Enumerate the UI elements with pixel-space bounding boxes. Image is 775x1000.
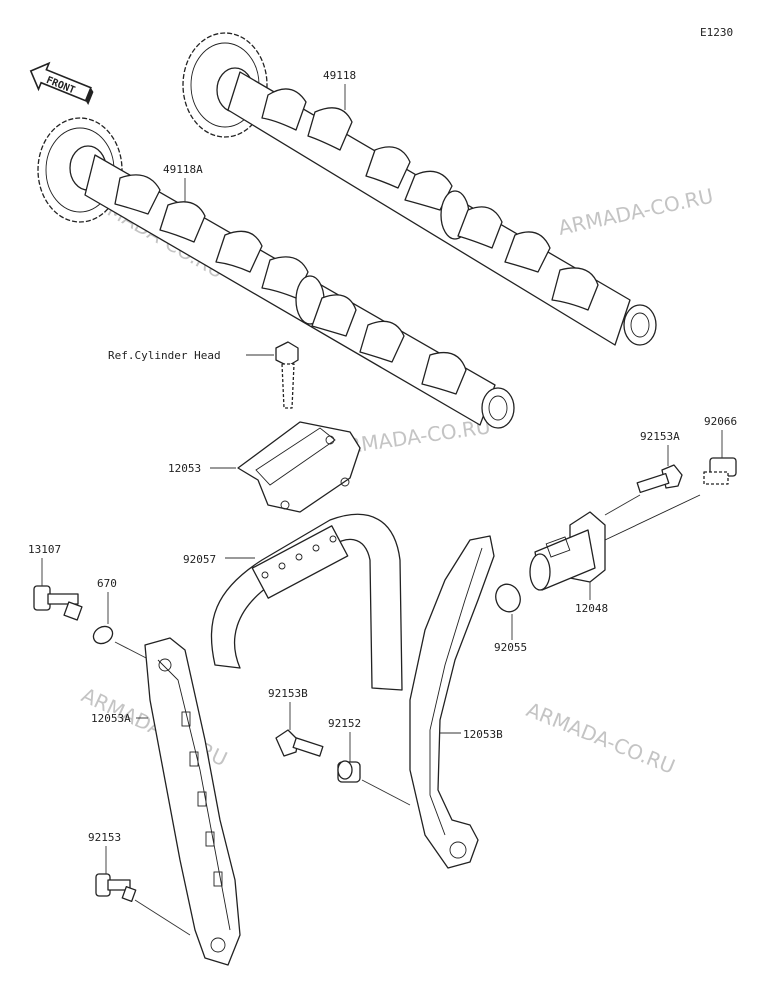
chain-links — [251, 525, 349, 599]
label-oring-92055: 92055 — [494, 641, 527, 654]
ref-bolt[interactable] — [275, 341, 299, 409]
camshaft-exhaust[interactable] — [182, 32, 657, 346]
label-chain-guide-right: 12053B — [463, 728, 503, 741]
chain-guide-right[interactable] — [409, 535, 495, 869]
plug-92066[interactable] — [703, 457, 737, 485]
label-oring-670: 670 — [97, 577, 117, 590]
label-plug-92066: 92066 — [704, 415, 737, 428]
label-timing-chain: 92057 — [183, 553, 216, 566]
label-bolt-92153A: 92153A — [640, 430, 680, 443]
bolt-92153B[interactable] — [275, 729, 324, 757]
label-bolt-13107: 13107 — [28, 543, 61, 556]
timing-chain[interactable] — [210, 513, 403, 691]
bolt-92153[interactable] — [95, 873, 137, 902]
label-tensioner-12048: 12048 — [575, 602, 608, 615]
label-bolt-92153B: 92153B — [268, 687, 308, 700]
oring-670[interactable] — [90, 623, 115, 647]
tensioner-12048[interactable] — [529, 494, 701, 591]
label-chain-guide-left: 12053A — [91, 712, 131, 725]
watermark: ARMADA-CO.RU — [556, 184, 715, 240]
chain-guide-left[interactable] — [144, 637, 241, 966]
bolt-13107[interactable] — [33, 585, 83, 621]
label-bolt-92153: 92153 — [88, 831, 121, 844]
label-camshaft-intake: 49118A — [163, 163, 203, 176]
diagram-code: E1230 — [700, 26, 733, 39]
bolt-92153A[interactable] — [636, 464, 683, 494]
ref-cylinder-head-label: Ref.Cylinder Head — [108, 349, 221, 362]
label-chain-guide-upper: 12053 — [168, 462, 201, 475]
watermark: ARMADA-CO.RU — [523, 697, 678, 778]
label-collar-92152: 92152 — [328, 717, 361, 730]
chain-guide-upper[interactable] — [237, 421, 361, 513]
camshaft-intake[interactable] — [37, 117, 515, 429]
oring-92055[interactable] — [492, 581, 524, 616]
collar-92152[interactable] — [337, 760, 361, 783]
front-arrow-icon: FRONT — [29, 61, 94, 105]
label-camshaft-exhaust: 49118 — [323, 69, 356, 82]
